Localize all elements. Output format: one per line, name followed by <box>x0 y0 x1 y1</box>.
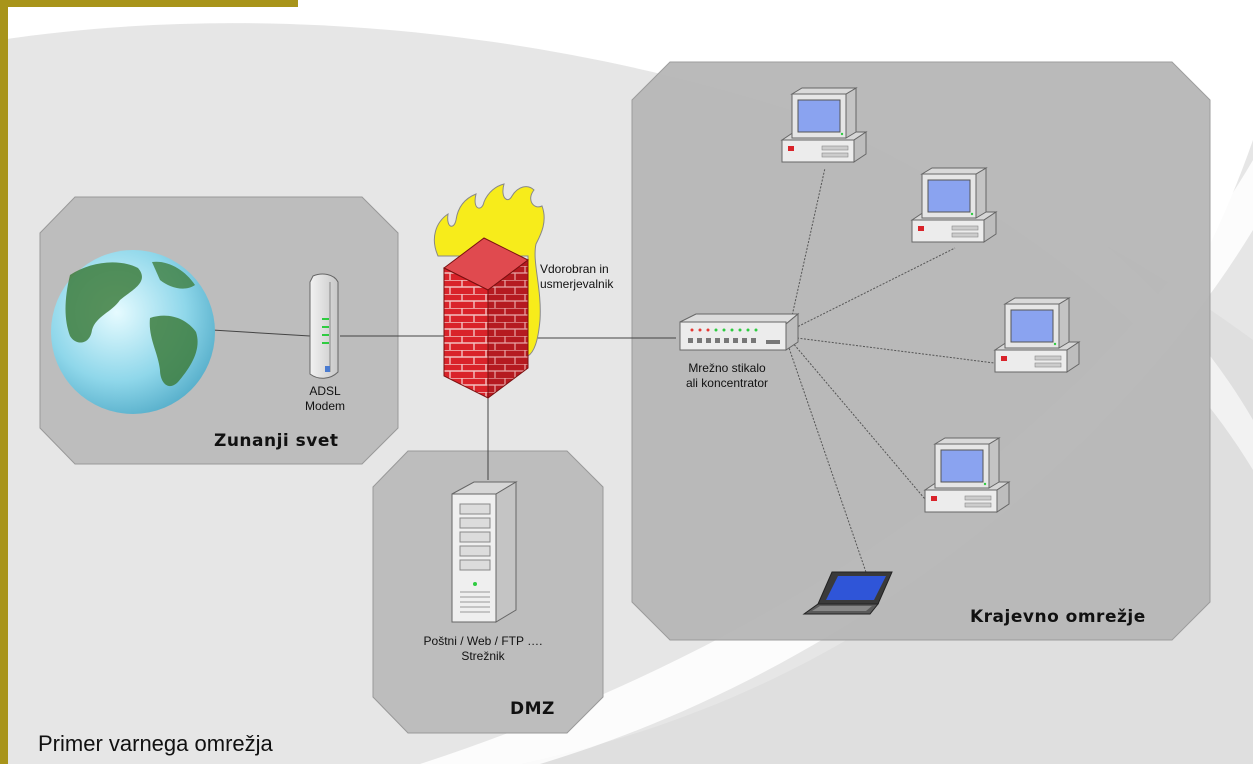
accent-bar-left <box>0 0 8 764</box>
computer-icon-4 <box>923 437 1011 513</box>
link-globe-modem <box>211 329 311 337</box>
connections <box>211 329 676 480</box>
computer-icon-3 <box>993 297 1081 373</box>
computer-icon-1 <box>780 87 868 163</box>
server-label: Poštni / Web / FTP …. Strežnik <box>423 634 543 663</box>
laptop-icon <box>802 571 893 615</box>
modem-label: ADSL Modem <box>304 384 345 413</box>
zone-lan <box>631 61 1211 641</box>
zone-label-lan: Krajevno omrežje <box>970 607 1146 627</box>
page-caption: Primer varnega omrežja <box>38 731 273 756</box>
computer-icon-2 <box>910 167 998 243</box>
accent-bar-top <box>0 0 298 7</box>
firewall-label: Vdorobran in usmerjevalnik <box>540 262 614 291</box>
zone-label-dmz: DMZ <box>510 699 555 719</box>
switch-label: Mrežno stikalo ali koncentrator <box>685 361 769 390</box>
lan-connections <box>787 167 1011 579</box>
modem-icon <box>309 273 339 379</box>
zone-label-outside: Zunanji svet <box>214 431 339 451</box>
switch-icon <box>679 312 800 351</box>
server-icon <box>451 481 518 623</box>
firewall-icon <box>433 183 545 399</box>
globe-icon <box>51 250 215 414</box>
